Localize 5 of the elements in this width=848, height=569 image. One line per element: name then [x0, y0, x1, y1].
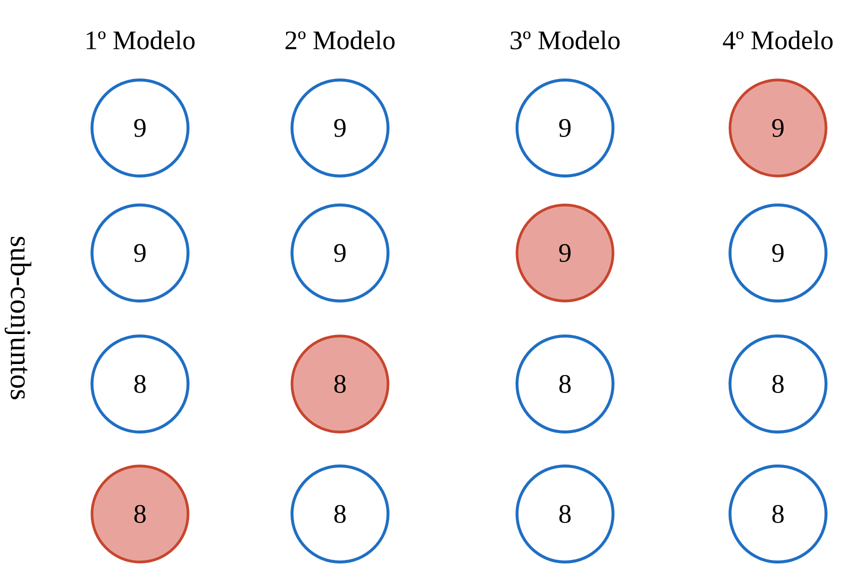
- row-axis-label: sub-conjuntos: [4, 236, 32, 400]
- column-header: 3º Modelo: [510, 30, 620, 50]
- column-header: 1º Modelo: [86, 30, 195, 50]
- column-header: 2º Modelo: [286, 30, 395, 50]
- column-header: 4º Modelo: [722, 30, 833, 50]
